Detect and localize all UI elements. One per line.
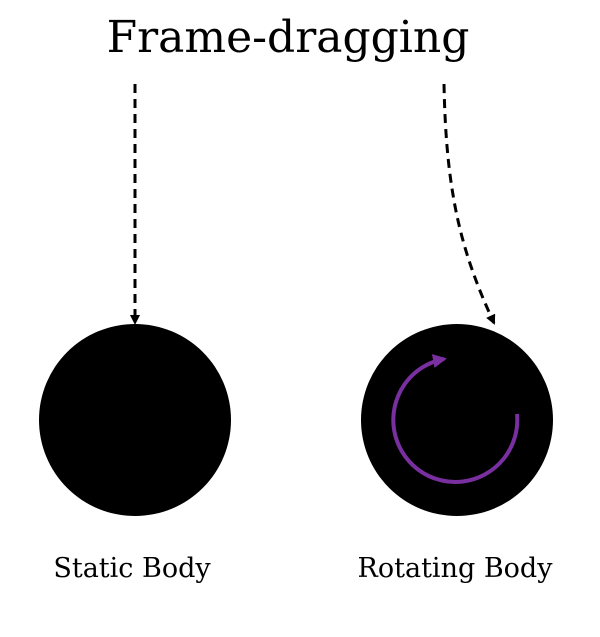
curved-dashed-arrow [442,83,496,325]
diagram-title: Frame-dragging [107,12,470,63]
static-body-label: Static Body [53,553,211,584]
rotation-arrow-icon [391,354,520,484]
rotating-body-label: Rotating Body [358,553,554,584]
static-body-circle [39,324,231,516]
rotating-body-circle [361,324,553,516]
